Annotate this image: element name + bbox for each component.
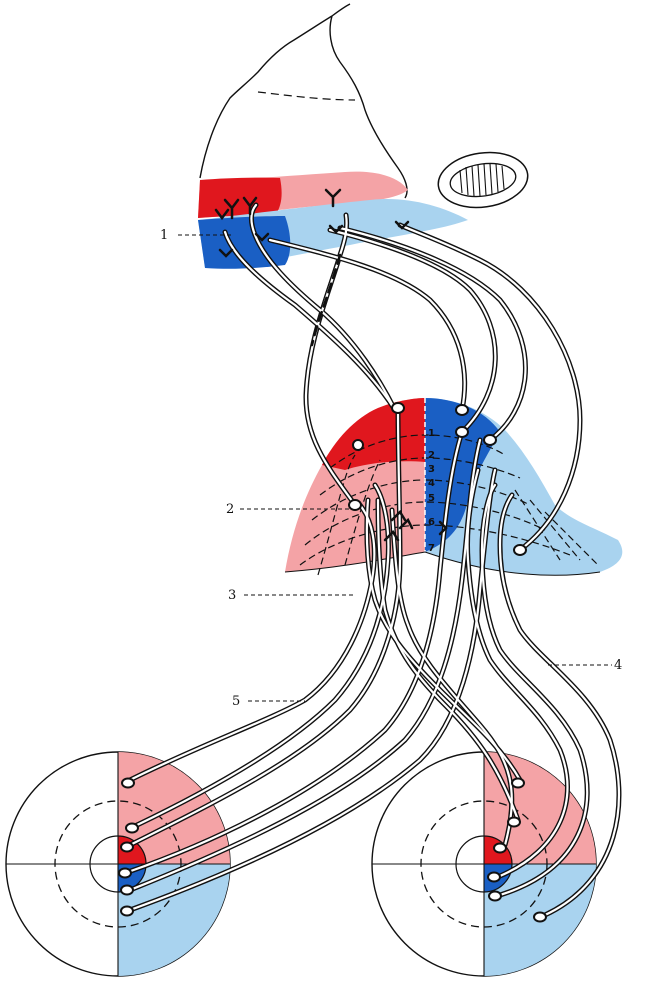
label-1: 1 [160,228,168,243]
layer-5: 5 [428,493,435,504]
occipital-cortex [198,3,529,269]
label-2: 2 [226,502,234,517]
label-3: 3 [228,588,236,603]
optic-radiation-fibers [214,188,583,556]
lgn-relay-cells [348,402,527,556]
cortex-outline [199,3,408,199]
cortex-red-dark [198,177,282,218]
layer-4: 4 [428,478,435,489]
striate-oval [437,151,529,209]
lgn-red-dark [322,398,425,470]
cortical-terminals [214,188,410,258]
layer-3: 3 [428,464,435,475]
cortex-dashed-line [257,91,356,101]
label-4: 4 [614,658,622,673]
retinal-ganglion-cells [118,777,547,923]
optic-tract-fibers [118,407,622,923]
layer-6: 6 [428,517,435,528]
lgn-synapses [383,510,448,542]
lgn-layer-numbers: 1 2 3 4 5 6 7 [428,428,435,554]
layer-7: 7 [428,543,435,554]
labels: 1 2 3 4 5 [160,228,622,709]
label-5: 5 [232,694,240,709]
lateral-geniculate-body: 1 2 3 4 5 6 7 [284,398,623,576]
layer-1: 1 [428,428,435,439]
layer-2: 2 [428,450,435,461]
right-retina [371,751,597,977]
